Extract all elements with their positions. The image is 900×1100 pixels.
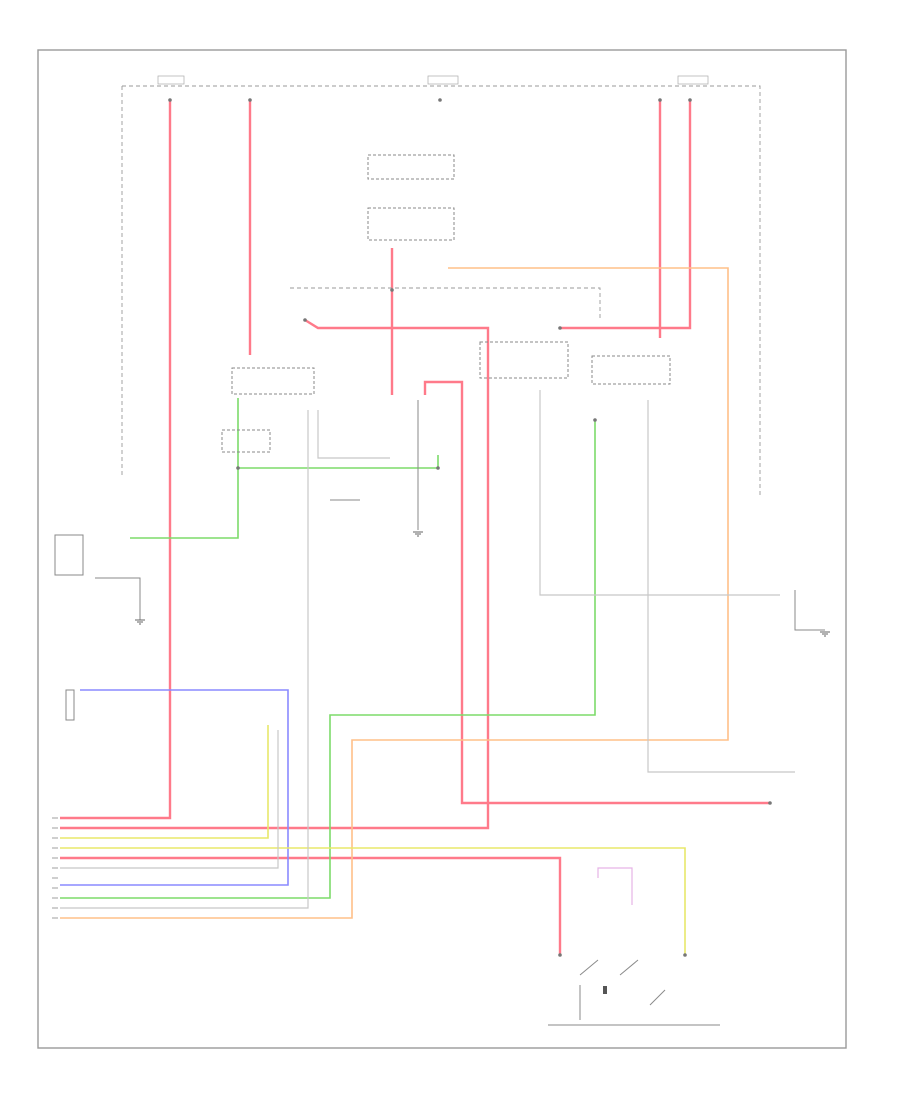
bottom-switch-mid xyxy=(619,959,639,976)
relay-left-lower xyxy=(221,429,271,453)
green-wire-right xyxy=(60,420,596,899)
gray-wire-right xyxy=(539,390,780,596)
black-wire-right-gnd xyxy=(794,590,825,631)
diagram-frame xyxy=(37,49,847,1049)
red-wire-left-main xyxy=(60,100,172,820)
red-wire-right-b xyxy=(560,100,692,330)
red-wire-loop xyxy=(423,380,770,805)
left-component-box xyxy=(54,534,84,576)
fuse-right xyxy=(677,75,709,85)
relay-upper-center xyxy=(367,207,455,241)
bottom-switch-left xyxy=(579,959,599,976)
left-switch-box xyxy=(65,689,75,721)
terminal-dots xyxy=(168,98,772,957)
red-wire-relay-link xyxy=(60,318,490,830)
green-wire-lower xyxy=(130,398,239,539)
ground-icon xyxy=(413,531,423,537)
relay-center-mid xyxy=(479,341,569,379)
yellow-wire-b xyxy=(60,725,269,839)
green-wire-horizontal xyxy=(238,455,439,469)
pink-wire-bottom xyxy=(597,867,633,905)
mid-dashed-line xyxy=(290,287,601,318)
fuse-center xyxy=(427,75,459,85)
left-connector-pins xyxy=(52,817,58,919)
fuse-left xyxy=(157,75,185,85)
gray-wire-vertical xyxy=(60,410,309,909)
relay-right xyxy=(591,355,671,385)
gray-wire-center xyxy=(317,410,390,459)
blue-wire-top xyxy=(60,689,289,886)
ground-icon xyxy=(135,619,145,625)
ground-icon xyxy=(820,631,830,637)
black-wire-ground-left xyxy=(95,577,141,620)
gray-wire-right-lower xyxy=(647,400,795,773)
gray-wire-horizontal-low xyxy=(60,730,279,869)
red-wire-bottom-left xyxy=(60,856,562,955)
relay-left xyxy=(231,367,315,395)
bottom-switch-right xyxy=(649,989,666,1006)
yellow-wire xyxy=(60,847,686,955)
relay-upper-center-small xyxy=(367,154,455,180)
ground-icon xyxy=(603,986,607,994)
top-bus-line xyxy=(122,85,761,498)
orange-wire-top xyxy=(60,267,729,919)
